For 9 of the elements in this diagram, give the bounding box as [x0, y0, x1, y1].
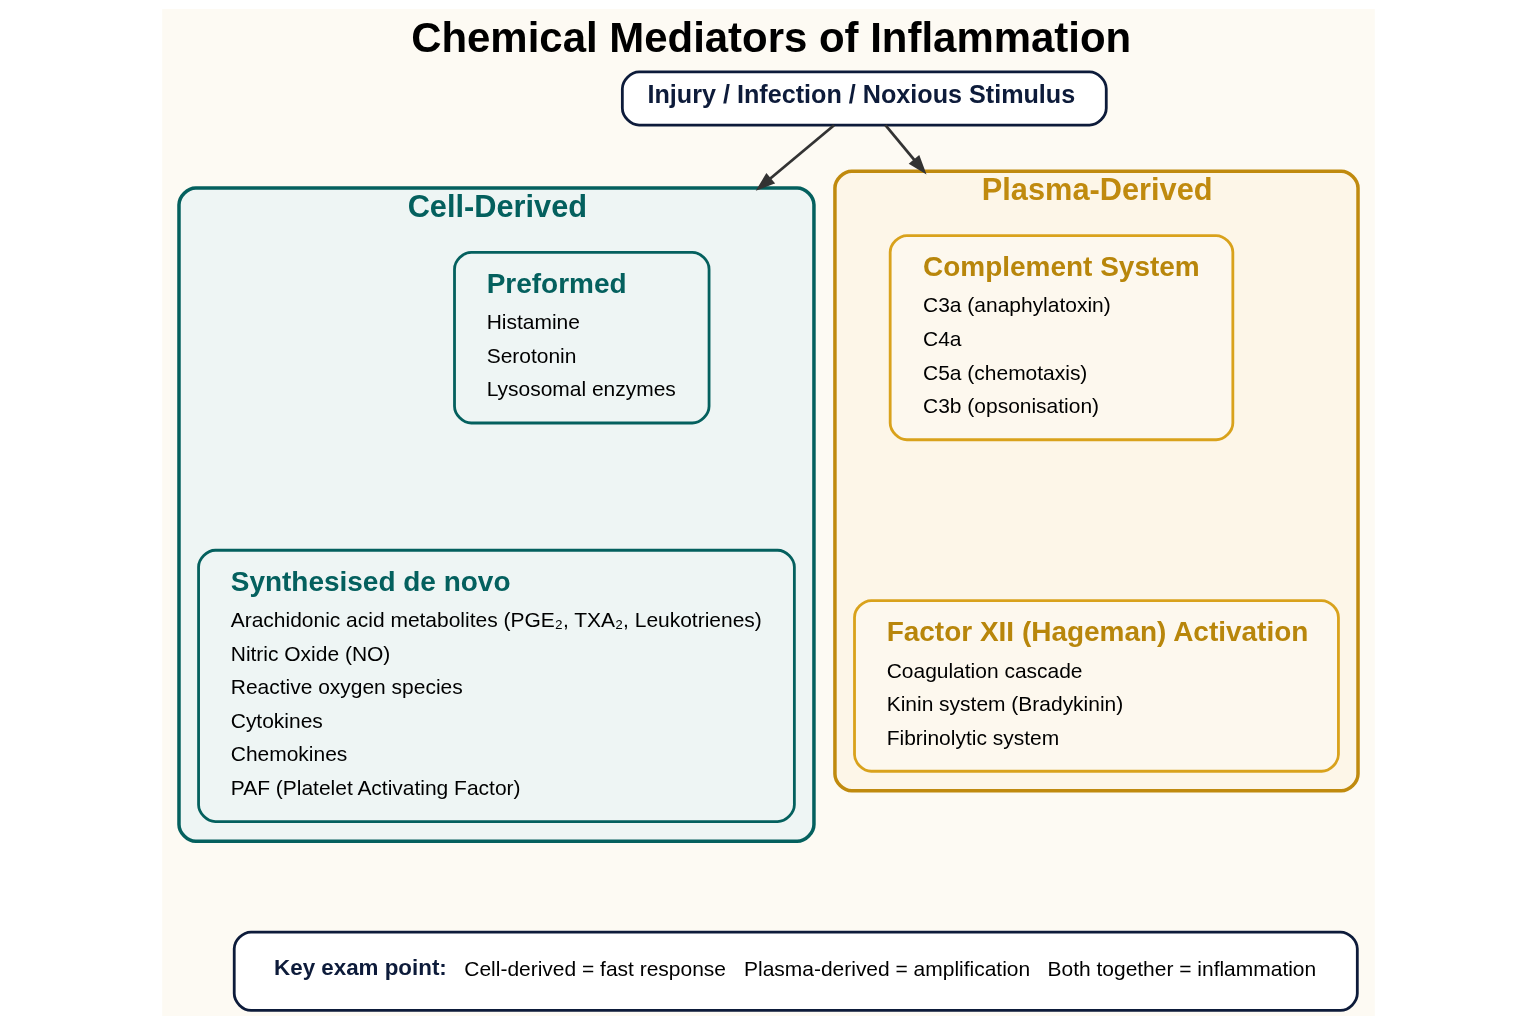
arrow [755, 123, 835, 191]
node-box: Injury / Infection / Noxious Stimulus [620, 70, 1108, 126]
node-box: Factor XII (Hageman) Activation Coagulation cascade Kinin system (Bradykinin) Fibrinolytic system [852, 598, 1340, 773]
arrow [883, 123, 927, 174]
node-box: Preformed Histamine Serotonin Lysosomal enzymes [452, 250, 710, 424]
node-box: Complement System C3a (anaphylatoxin) C4a C5a (chemotaxis) C3b (opsonisation) [888, 233, 1234, 441]
node-box: Synthesised de novo Arachidonic acid metabolites (PGE₂, TXA₂, Leukotrienes) Nitric Oxide (NO) Reactive oxygen species Cytokines Chemokines PAF (Platelet Activating Factor) [196, 548, 796, 823]
node-box: Key exam point: Cell-derived = fast response Plasma-derived = amplification Both together = inflammation [232, 930, 1359, 1012]
diagram-title: Chemical Mediators of Inflammation [410, 13, 1131, 61]
